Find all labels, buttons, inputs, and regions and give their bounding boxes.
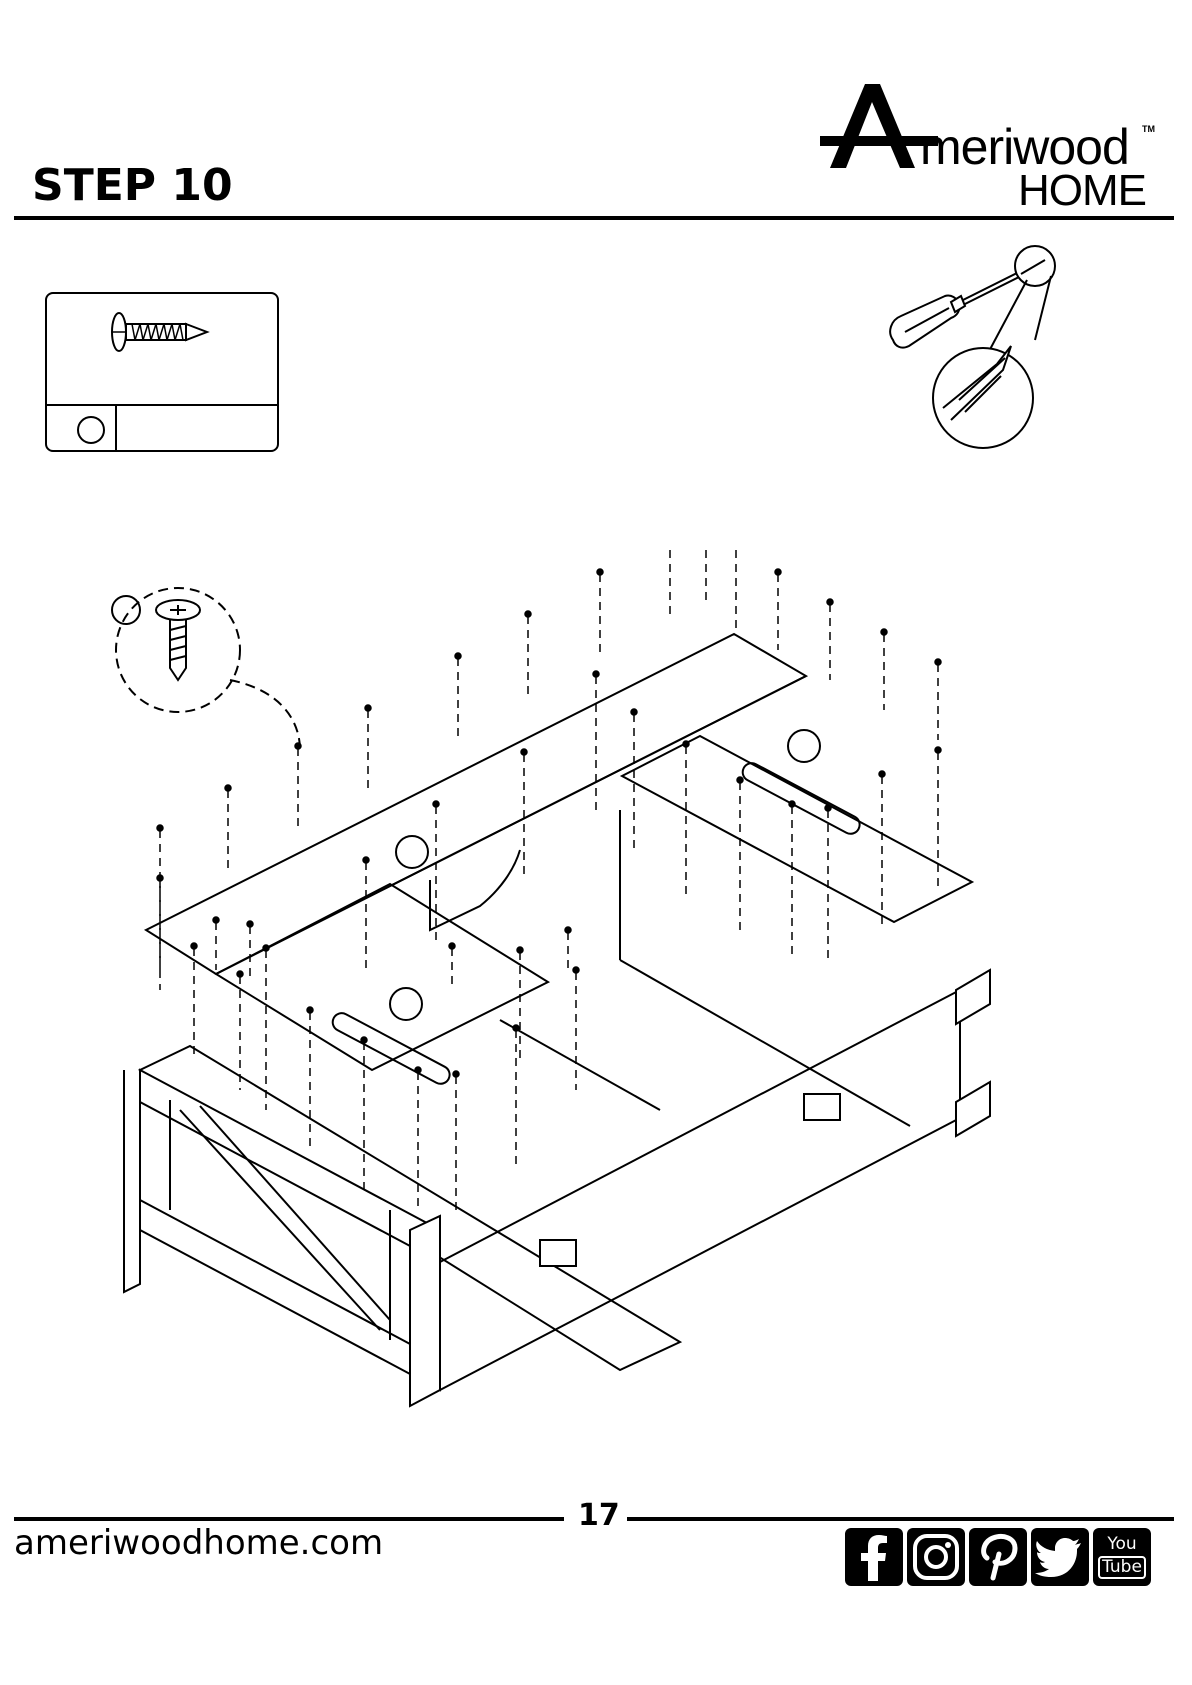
brand-logo: meriwood TM HOME xyxy=(820,80,1160,210)
brand-trademark: TM xyxy=(1142,124,1155,134)
hardware-box xyxy=(45,292,279,452)
youtube-you: You xyxy=(1098,1535,1146,1554)
brand-sub: HOME xyxy=(1018,166,1146,216)
youtube-icon[interactable]: You Tube xyxy=(1093,1528,1151,1586)
screw-icon xyxy=(47,294,277,404)
part-letter-circle xyxy=(77,416,105,444)
phillips-screwdriver-icon xyxy=(885,240,1075,455)
header-rule xyxy=(14,216,1174,220)
youtube-tube: Tube xyxy=(1098,1556,1146,1579)
social-links: You Tube xyxy=(845,1528,1151,1586)
page-number: 17 xyxy=(578,1498,620,1533)
screw-detail-icon xyxy=(156,600,200,680)
footer-rule-right xyxy=(627,1517,1174,1521)
hardware-divider xyxy=(47,404,277,406)
assembly-diagram xyxy=(100,550,1080,1440)
hardware-vdivider xyxy=(115,405,117,450)
step-title: STEP 10 xyxy=(32,160,233,211)
footer-rule-left xyxy=(14,1517,564,1521)
pinterest-icon[interactable] xyxy=(969,1528,1027,1586)
instagram-icon[interactable] xyxy=(907,1528,965,1586)
website-link[interactable]: ameriwoodhome.com xyxy=(14,1523,383,1563)
facebook-icon[interactable] xyxy=(845,1528,903,1586)
twitter-icon[interactable] xyxy=(1031,1528,1089,1586)
